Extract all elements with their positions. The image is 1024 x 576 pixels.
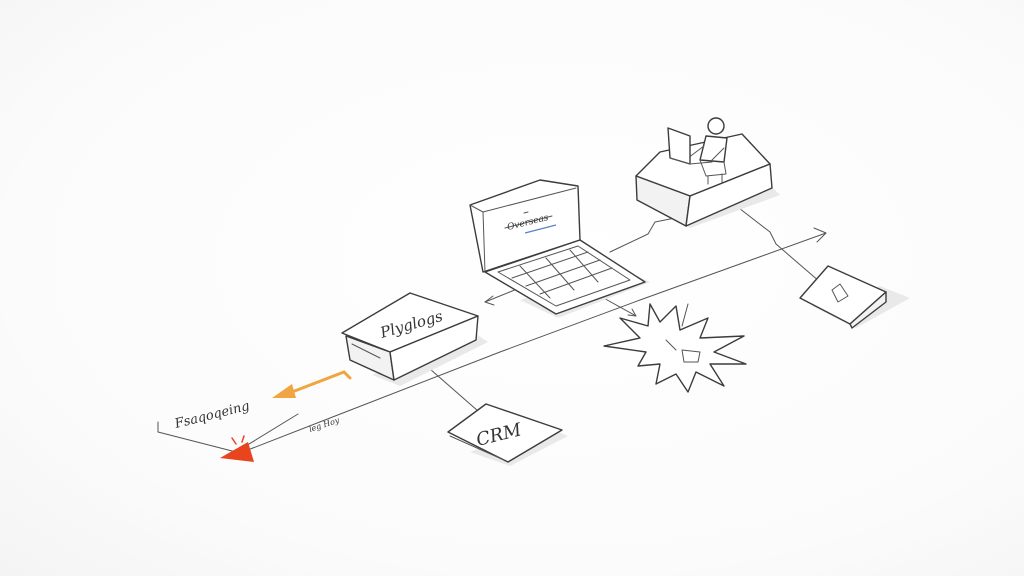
- small-marks-label: leg Hoy: [308, 416, 341, 434]
- orange-arrow: [272, 372, 350, 398]
- burst-group: [604, 304, 746, 392]
- left-block-label: Fsaqoqeing: [172, 399, 251, 432]
- burst-icon: [604, 304, 746, 392]
- device-group: [800, 266, 910, 328]
- desk-to-device-line: [735, 205, 820, 282]
- plugins-to-crm-line: [422, 362, 486, 418]
- person-desk-group: [636, 118, 780, 228]
- plugins-box-group: Plyglogs: [342, 293, 488, 386]
- crm-card-group: CRM: [448, 404, 568, 466]
- left-block-group: Fsaqoqeing: [158, 399, 298, 452]
